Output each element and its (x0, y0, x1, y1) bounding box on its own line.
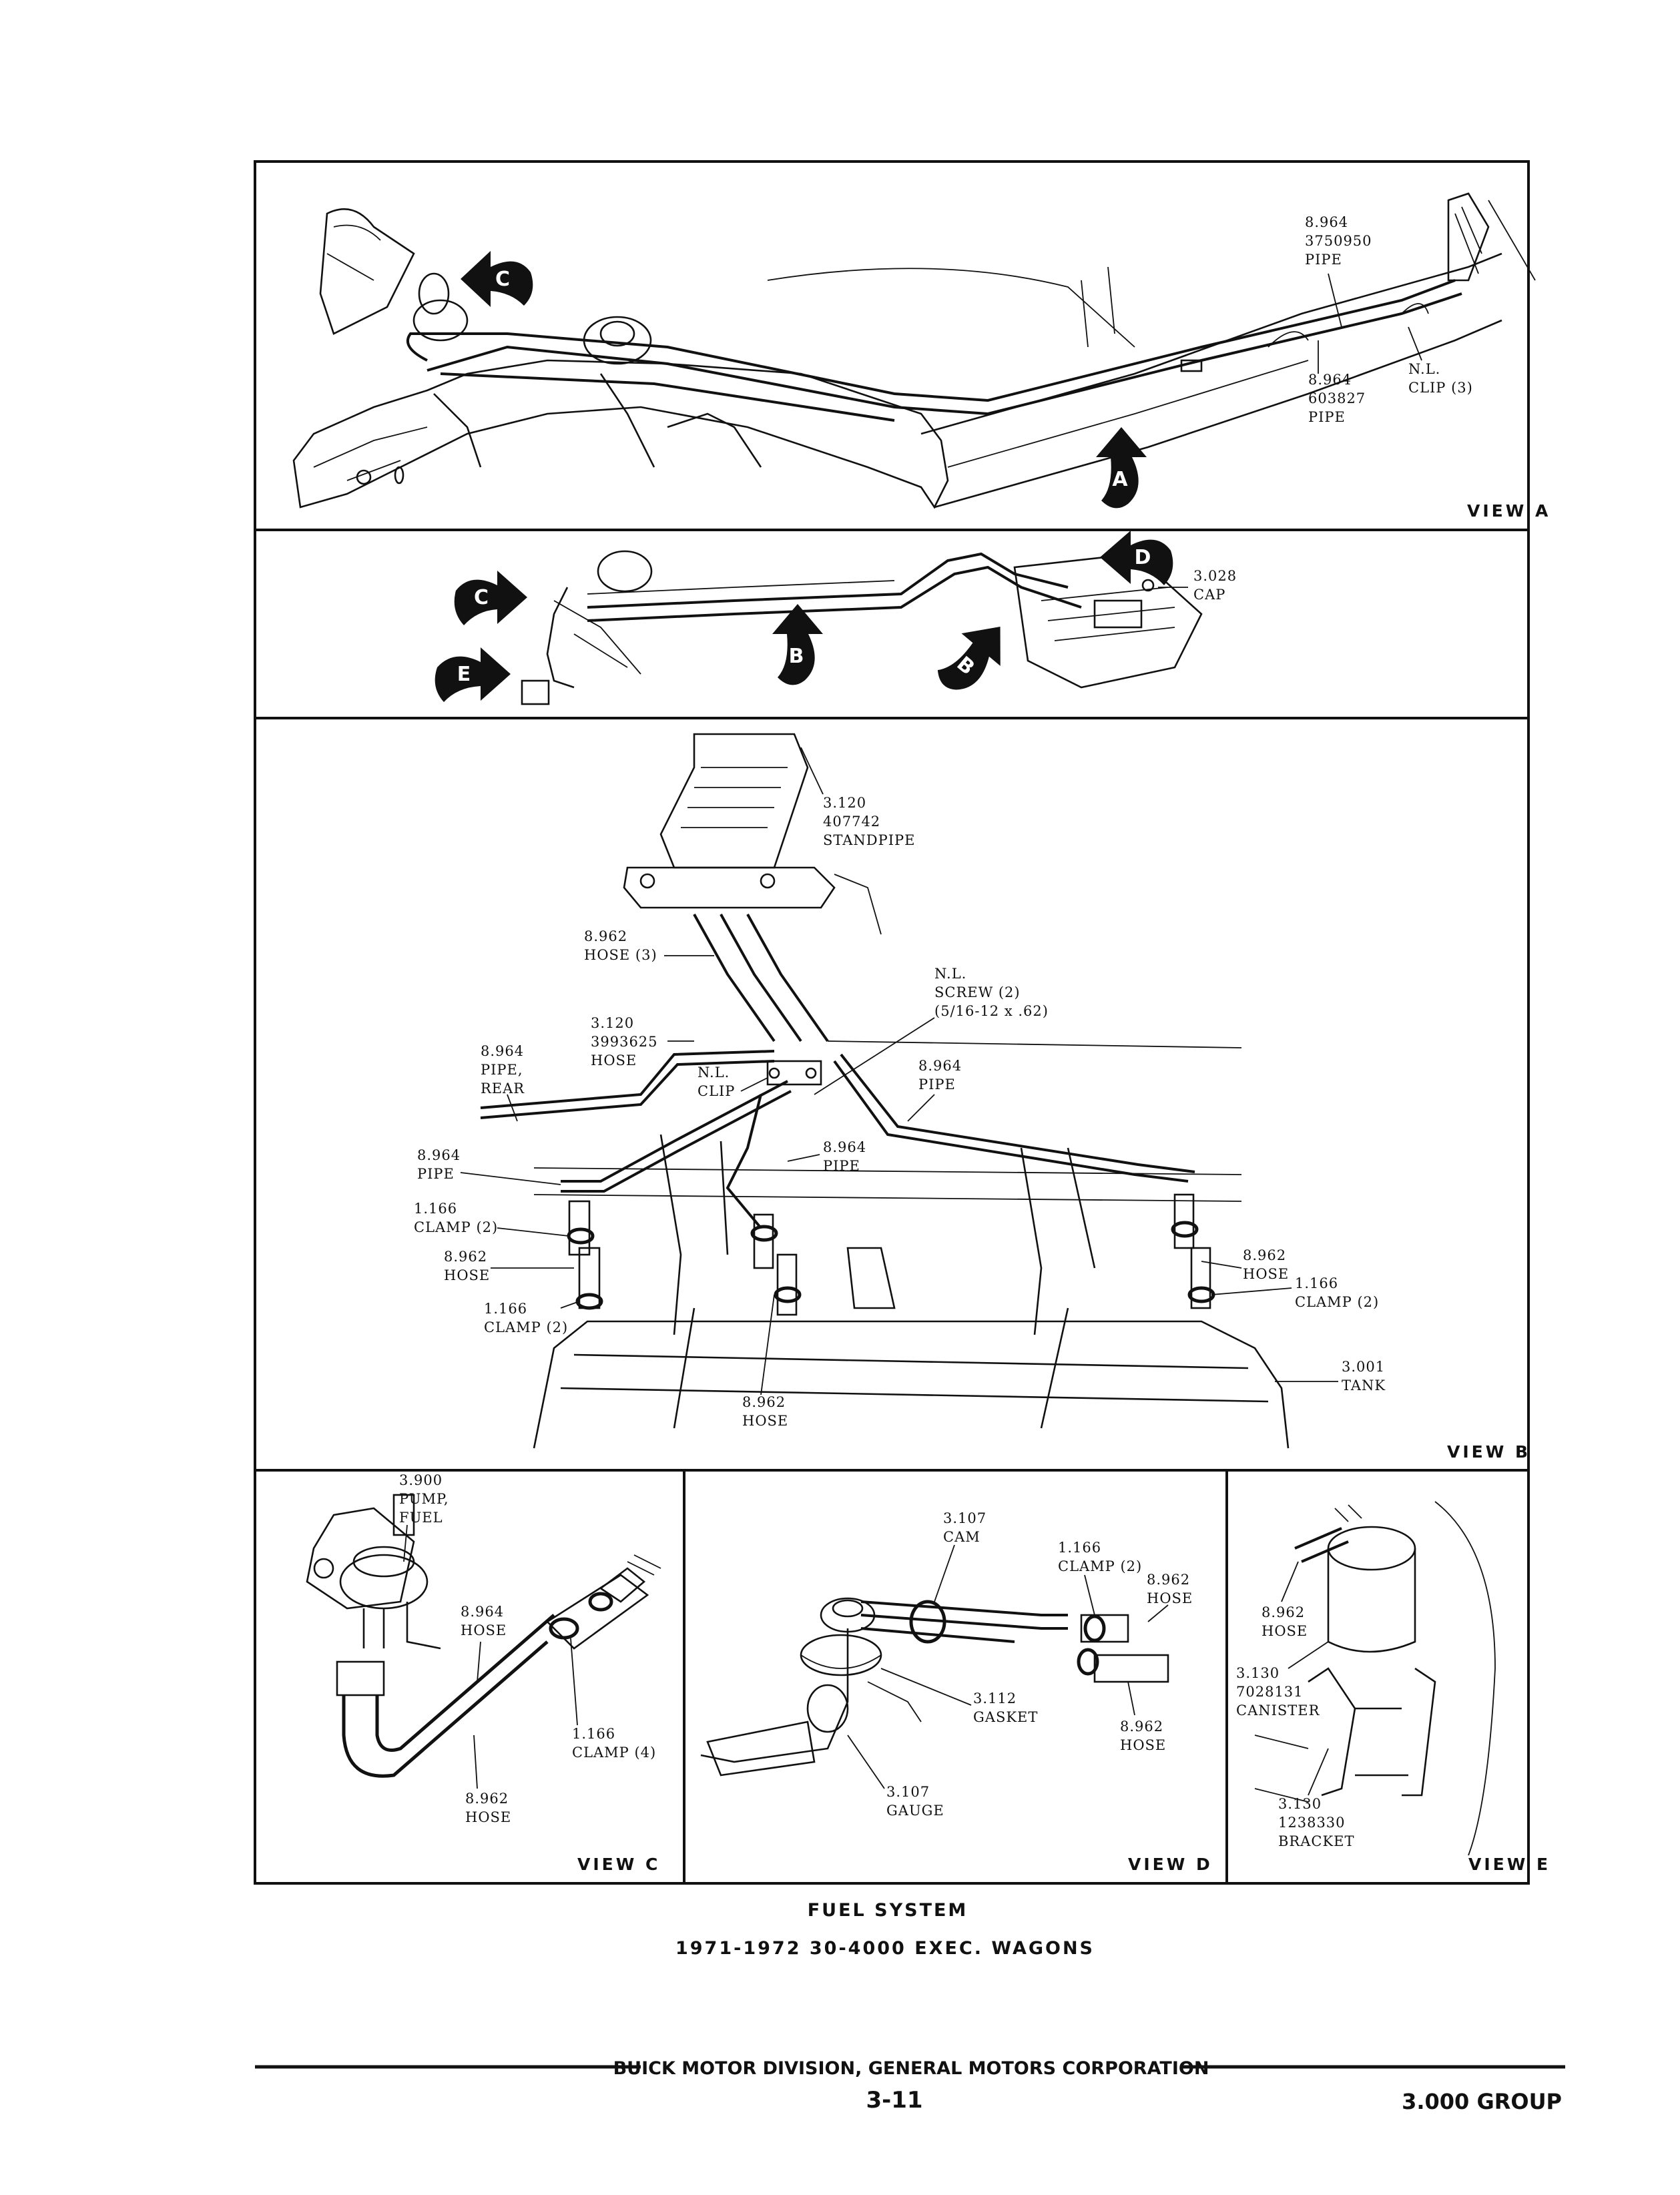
callout-gauge: 3.107 GAUGE (886, 1784, 944, 1819)
view-b-callouts: 3.120 407742 STANDPIPE 8.962 HOSE (3) N.… (414, 747, 1530, 1462)
callout-pipe-left: 8.964 PIPE (417, 1147, 466, 1182)
callout-standpipe: 3.120 407742 STANDPIPE (823, 795, 916, 848)
marker-arrow-b-overview-2: B (937, 627, 1001, 690)
callout-clamp-2: 1.166 CLAMP (2) (1058, 1540, 1142, 1574)
view-c-drawing (306, 1494, 661, 1778)
callout-pipe-603827: 8.964 603827 PIPE (1308, 372, 1371, 425)
callout-pipe-middle: 8.964 PIPE (823, 1139, 872, 1174)
callout-canister: 3.130 7028131 CANISTER (1236, 1665, 1320, 1718)
callout-hose-3993625: 3.120 3993625 HOSE (591, 1015, 663, 1068)
callout-clamp-right: 1.166 CLAMP (2) (1295, 1275, 1379, 1310)
caption-subtitle: 1971-1972 30-4000 EXEC. WAGONS (675, 1938, 1095, 1959)
callout-pipe-3750950: 8.964 3750950 PIPE (1305, 214, 1377, 268)
callout-cap: 3.028 CAP (1193, 568, 1242, 603)
callout-clip: N.L. CLIP (3) (1408, 361, 1473, 396)
overview-drawing (521, 550, 1203, 705)
callout-clip: N.L. CLIP (697, 1064, 735, 1099)
callout-screw: N.L. SCREW (2) (5/16-12 x .62) (934, 966, 1049, 1019)
callout-bracket: 3.130 1238330 BRACKET (1278, 1796, 1355, 1849)
svg-text:E: E (457, 663, 471, 686)
callout-cam: 3.107 CAM (943, 1510, 992, 1545)
view-c-title: VIEW C (577, 1855, 660, 1874)
callout-hose-left: 8.962 HOSE (444, 1249, 493, 1283)
view-e-title: VIEW E (1468, 1855, 1551, 1874)
marker-arrow-c-a: C (461, 251, 533, 307)
marker-arrow-d-overview: D (1100, 531, 1173, 585)
view-d-drawing (700, 1597, 1169, 1777)
view-a-title: VIEW A (1467, 501, 1551, 521)
view-d-callouts: 3.107 CAM 1.166 CLAMP (2) 8.962 HOSE 3.1… (847, 1510, 1213, 1874)
view-e-drawing (1254, 1501, 1496, 1856)
callout-hose-8962: 8.962 HOSE (465, 1791, 514, 1825)
view-a-drawing (292, 192, 1536, 509)
callout-pump-fuel: 3.900 PUMP, FUEL (399, 1472, 454, 1526)
callout-tank: 3.001 TANK (1342, 1359, 1390, 1393)
svg-text:C: C (495, 268, 510, 291)
figure-frame (254, 160, 1530, 1885)
footer-group: 3.000 GROUP (1402, 2089, 1562, 2114)
view-a-markers: C A (461, 251, 1147, 509)
callout-hose-right: 8.962 HOSE (1243, 1247, 1292, 1282)
callout-gasket: 3.112 GASKET (973, 1690, 1038, 1725)
callout-hose-middle: 8.962 HOSE (742, 1394, 791, 1429)
marker-arrow-e-overview: E (435, 647, 511, 702)
view-b-title: VIEW B (1447, 1442, 1530, 1462)
callout-pipe-rear: 8.964 PIPE, REAR (481, 1043, 529, 1096)
page-footer: BUICK MOTOR DIVISION, GENERAL MOTORS COR… (255, 2058, 1565, 2114)
svg-text:C: C (474, 586, 489, 609)
footer-page-number: 3-11 (866, 2087, 922, 2114)
view-c-callouts: 3.900 PUMP, FUEL 8.964 HOSE 1.166 CLAMP … (399, 1472, 660, 1874)
marker-arrow-b-overview-1: B (772, 604, 823, 685)
view-d-title: VIEW D (1128, 1855, 1213, 1874)
callout-clamp-4: 1.166 CLAMP (4) (572, 1726, 656, 1761)
callout-hose-lower: 8.962 HOSE (1120, 1718, 1169, 1753)
callout-hose-upper: 8.962 HOSE (1147, 1572, 1195, 1606)
footer-company: BUICK MOTOR DIVISION, GENERAL MOTORS COR… (613, 2058, 1209, 2079)
overview-callouts: 3.028 CAP (1158, 568, 1242, 603)
callout-clamp-left-upper: 1.166 CLAMP (2) (414, 1201, 498, 1235)
callout-pipe-right: 8.964 PIPE (918, 1058, 967, 1092)
figure-caption: FUEL SYSTEM 1971-1972 30-4000 EXEC. WAGO… (675, 1900, 1095, 1959)
callout-hose-3: 8.962 HOSE (3) (584, 928, 657, 963)
view-e-callouts: 8.962 HOSE 3.130 7028131 CANISTER 3.130 … (1236, 1561, 1551, 1874)
svg-text:A: A (1112, 468, 1128, 491)
overview-markers: C E B B D (435, 531, 1173, 702)
svg-text:B: B (789, 645, 804, 668)
marker-arrow-a: A (1096, 427, 1147, 509)
caption-title: FUEL SYSTEM (808, 1900, 968, 1921)
callout-hose: 8.962 HOSE (1262, 1604, 1310, 1639)
marker-arrow-c-overview: C (454, 571, 527, 625)
callout-hose-8964: 8.964 HOSE (461, 1604, 509, 1638)
view-a-callouts: 8.964 3750950 PIPE 8.964 603827 PIPE N.L… (1305, 214, 1551, 521)
callout-clamp-left-lower: 1.166 CLAMP (2) (484, 1301, 568, 1335)
svg-text:D: D (1135, 546, 1151, 569)
